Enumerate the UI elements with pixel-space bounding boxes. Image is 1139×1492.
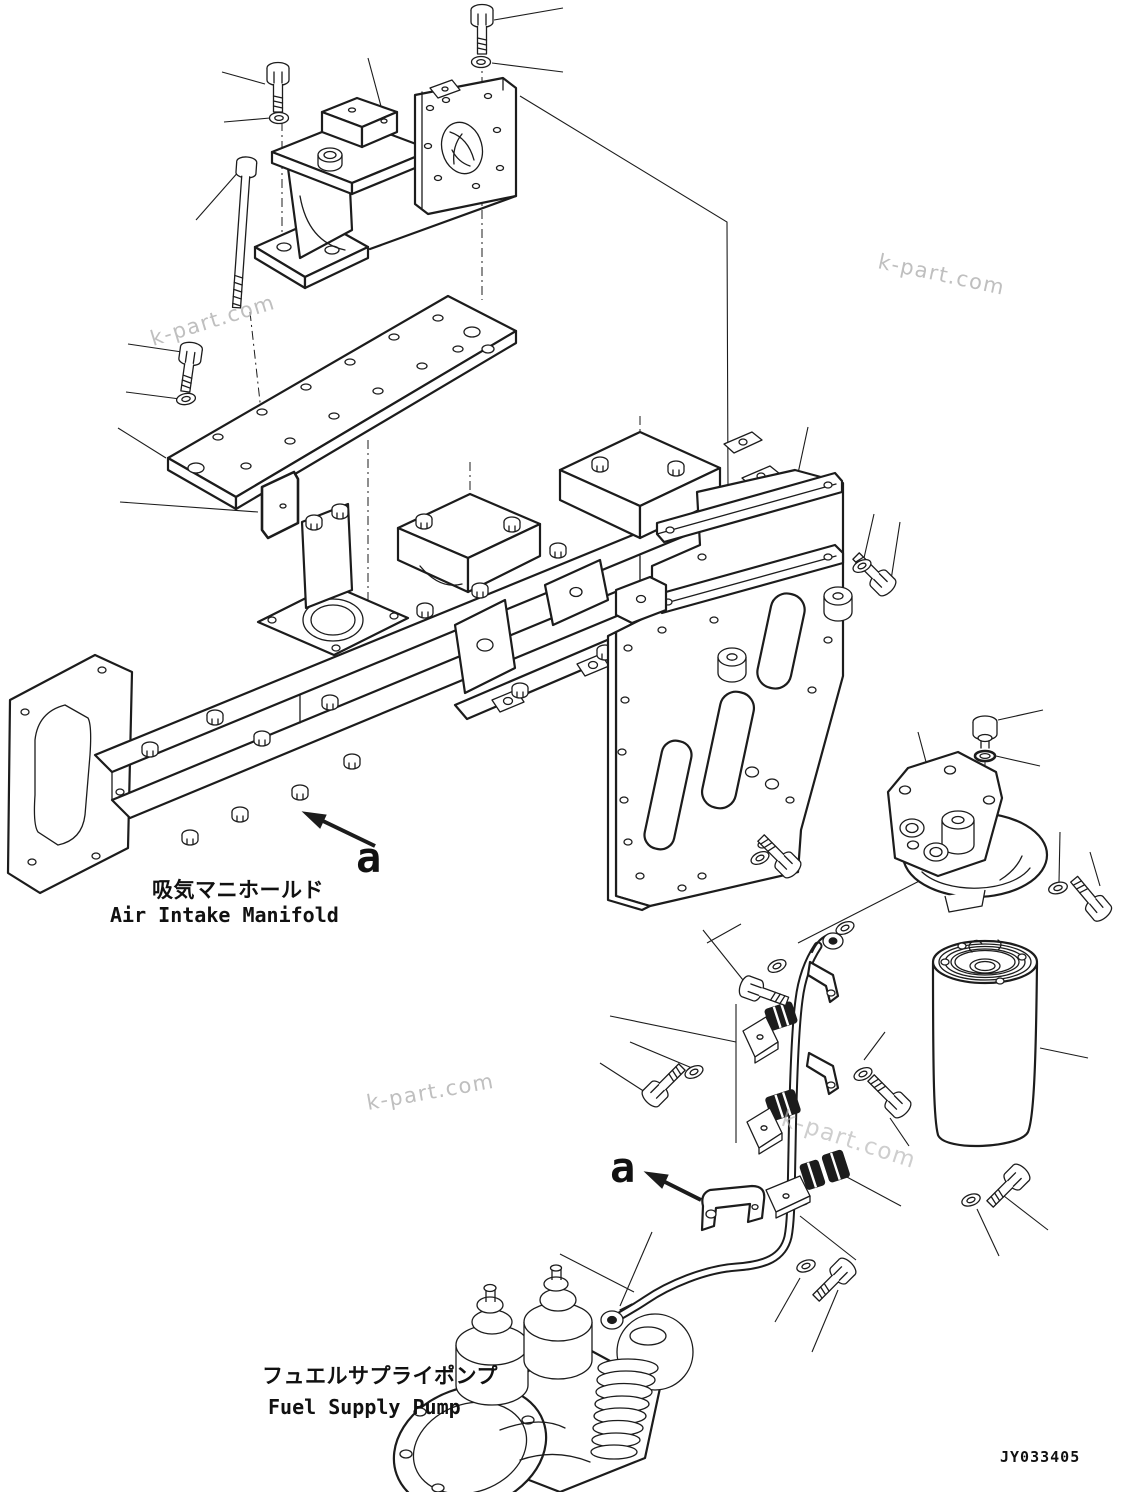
bolt bbox=[173, 340, 204, 394]
mounting-plate bbox=[166, 294, 518, 540]
view-label-a-1: a bbox=[356, 833, 381, 882]
washer bbox=[175, 391, 197, 407]
bolt bbox=[847, 547, 900, 600]
leader-lines bbox=[117, 7, 1101, 1353]
drawing-number: JY033405 bbox=[1000, 1448, 1080, 1466]
watermark-lower-left: k-part.com bbox=[365, 1069, 497, 1115]
pipe-clamp-rubbers bbox=[764, 1001, 850, 1214]
view-arrow-a-1: a bbox=[301, 811, 381, 882]
fuel-supply-pump bbox=[392, 1264, 694, 1492]
washer bbox=[470, 55, 492, 69]
top-bracket-assembly bbox=[253, 76, 518, 290]
air-intake-manifold-label-jp: 吸気マニホールド bbox=[152, 878, 324, 902]
washer bbox=[959, 1190, 983, 1210]
bolt bbox=[862, 1069, 915, 1122]
watermark-upper-left: k-part.com bbox=[147, 290, 278, 351]
bolt bbox=[1065, 871, 1116, 925]
long-bolt bbox=[225, 155, 258, 309]
bolt bbox=[981, 1160, 1034, 1213]
pipe-clamp-plates bbox=[742, 1016, 811, 1219]
bolt bbox=[807, 1254, 860, 1307]
component-labels: 吸気マニホールド Air Intake Manifold フュエルサプライポンプ… bbox=[110, 878, 1080, 1466]
watermarks: k-part.com k-part.com k-part.com k-part.… bbox=[147, 249, 1007, 1174]
view-label-a-2: a bbox=[610, 1143, 635, 1192]
air-intake-manifold-label-en: Air Intake Manifold bbox=[110, 903, 339, 927]
washer bbox=[1046, 879, 1070, 897]
washer bbox=[268, 111, 290, 125]
bolt bbox=[638, 1058, 691, 1111]
watermark-top-right: k-part.com bbox=[876, 249, 1008, 299]
pipe-elbow-fitting bbox=[810, 932, 844, 954]
fuel-supply-pump-label-jp: フュエルサプライポンプ bbox=[262, 1364, 498, 1388]
pipe-brackets bbox=[805, 960, 840, 1096]
filter-head-plug bbox=[972, 715, 998, 763]
view-arrow-a-2: a bbox=[610, 1143, 702, 1202]
bracket-plate-holes bbox=[423, 92, 505, 190]
pump-bellows bbox=[590, 1358, 659, 1460]
fuel-supply-pump-label-en: Fuel Supply Pump bbox=[268, 1395, 461, 1419]
spacer-boss bbox=[717, 586, 853, 683]
plate-holes bbox=[187, 314, 495, 474]
support-plate bbox=[606, 468, 853, 912]
support-plate-holes bbox=[617, 553, 833, 892]
fuel-filter-head bbox=[886, 715, 1049, 913]
fuel-filter-cartridge bbox=[931, 939, 1039, 1148]
bolt bbox=[266, 61, 290, 113]
pipe-banjo-fitting bbox=[600, 1303, 633, 1330]
pipe-bottom-bracket bbox=[700, 1184, 766, 1232]
bolt bbox=[470, 3, 494, 55]
fuel-pipe-assembly bbox=[600, 932, 850, 1330]
plate-slots bbox=[643, 592, 806, 851]
washer bbox=[794, 1256, 818, 1276]
washer bbox=[765, 956, 789, 976]
